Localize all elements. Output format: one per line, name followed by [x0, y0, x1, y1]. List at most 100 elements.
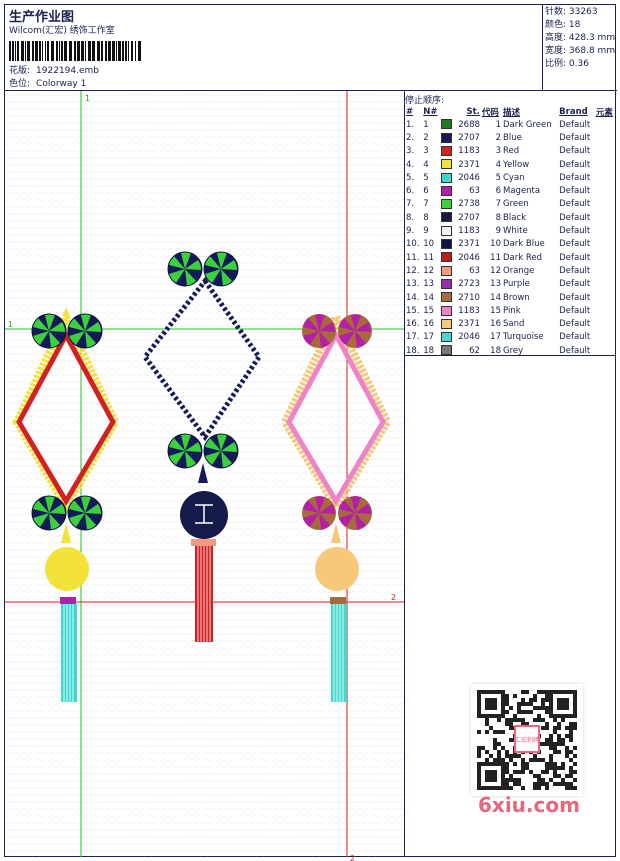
- color-swatch: [441, 292, 453, 303]
- color-swatch: [441, 318, 453, 329]
- color-swatch: [441, 199, 453, 210]
- row-stitches: 1183: [458, 226, 480, 237]
- watermark-logo: 6xiu.com: [478, 793, 580, 817]
- row-index: 14.: [406, 292, 420, 303]
- row-brand: Default: [559, 305, 591, 316]
- row-stitches: 2046: [458, 252, 480, 263]
- row-stitches: 2371: [458, 319, 480, 330]
- row-brand: Default: [559, 332, 591, 343]
- design-file-label: 花版:: [9, 66, 31, 76]
- stat-value: 18: [568, 20, 581, 30]
- row-code: 14: [490, 292, 501, 303]
- color-swatch: [441, 332, 453, 343]
- row-swatch: [440, 198, 454, 211]
- col-needle: N#: [423, 106, 438, 117]
- row-element: [595, 344, 616, 357]
- row-index: 12.: [406, 265, 420, 276]
- row-needle: 1: [423, 119, 429, 130]
- row-needle: 13: [423, 279, 435, 290]
- row-needle: 12: [423, 265, 435, 276]
- stat-value: 33263: [568, 7, 598, 17]
- row-element: [595, 304, 616, 317]
- row-brand: Default: [559, 345, 591, 356]
- row-stitches: 62: [469, 345, 480, 356]
- row-index: 16.: [406, 319, 420, 330]
- row-description: White: [503, 226, 528, 237]
- row-index: 8.: [406, 212, 415, 223]
- guide-label-left-1: 1: [8, 320, 13, 329]
- row-element: [595, 264, 616, 277]
- row-description: Pink: [503, 305, 521, 316]
- row-description: Dark Red: [503, 252, 543, 263]
- colorway-line: 色位:Colorway 1: [9, 76, 86, 89]
- row-swatch: [440, 304, 454, 317]
- row-stitches: 2738: [458, 199, 480, 210]
- row-stitches: 2688: [458, 119, 480, 130]
- right-tassel-ornament: [280, 307, 392, 702]
- row-description: Turquoise: [503, 332, 544, 343]
- stat-label: 颜色:: [545, 20, 567, 30]
- design-drawing: 1 1 2 2: [5, 91, 404, 861]
- row-swatch: [440, 158, 454, 171]
- row-index: 6.: [406, 186, 415, 197]
- row-needle: 14: [423, 292, 435, 303]
- row-index: 5.: [406, 172, 415, 183]
- row-element: [595, 317, 616, 330]
- left-tassel-ornament: [12, 307, 120, 702]
- row-description: Cyan: [503, 172, 525, 183]
- seal-text: 汇宏刺绣: [515, 736, 539, 744]
- row-brand: Default: [559, 199, 591, 210]
- row-element: [595, 171, 616, 184]
- row-code: 13: [490, 279, 501, 290]
- studio-name: Wilcom(汇宏) 绣饰工作室: [9, 26, 115, 36]
- row-description: Magenta: [503, 186, 541, 197]
- design-stats: 针数: 33263 颜色: 18 高度: 428.3 mm 宽度: 368.8 …: [542, 5, 617, 91]
- color-swatch: [441, 159, 453, 170]
- col-element: 元素: [595, 107, 613, 118]
- row-needle: 11: [423, 252, 435, 263]
- color-swatch: [441, 185, 453, 196]
- col-code: 代码: [481, 107, 499, 118]
- col-brand: Brand: [559, 106, 588, 117]
- row-element: [595, 224, 616, 237]
- row-description: Brown: [503, 292, 530, 303]
- row-brand: Default: [559, 146, 591, 157]
- row-description: Red: [503, 146, 520, 157]
- stat-value: 368.8 mm: [568, 46, 616, 56]
- row-description: Yellow: [503, 159, 530, 170]
- row-swatch: [440, 211, 454, 224]
- row-index: 15.: [406, 305, 420, 316]
- row-stitches: 63: [469, 186, 480, 197]
- row-element: [595, 184, 616, 197]
- row-stitches: 2710: [458, 292, 480, 303]
- row-element: [595, 251, 616, 264]
- row-description: Orange: [503, 265, 535, 276]
- row-stitches: 1183: [458, 305, 480, 316]
- worksheet-title: 生产作业图: [9, 10, 75, 25]
- row-stitches: 2046: [458, 332, 480, 343]
- row-brand: Default: [559, 119, 591, 130]
- row-index: 13.: [406, 279, 420, 290]
- row-code: 10: [490, 239, 501, 250]
- row-brand: Default: [559, 252, 591, 263]
- row-stitches: 2707: [458, 132, 480, 143]
- stat-label: 针数:: [545, 7, 567, 17]
- row-stitches: 2371: [458, 239, 480, 250]
- row-element: [595, 238, 616, 251]
- row-element: [595, 291, 616, 304]
- row-swatch: [440, 184, 454, 197]
- stat-value: 0.36: [568, 59, 589, 69]
- row-description: Dark Green: [503, 119, 552, 130]
- design-canvas: 1 1 2 2: [5, 91, 404, 861]
- row-code: 4: [495, 159, 501, 170]
- row-code: 8: [495, 212, 501, 223]
